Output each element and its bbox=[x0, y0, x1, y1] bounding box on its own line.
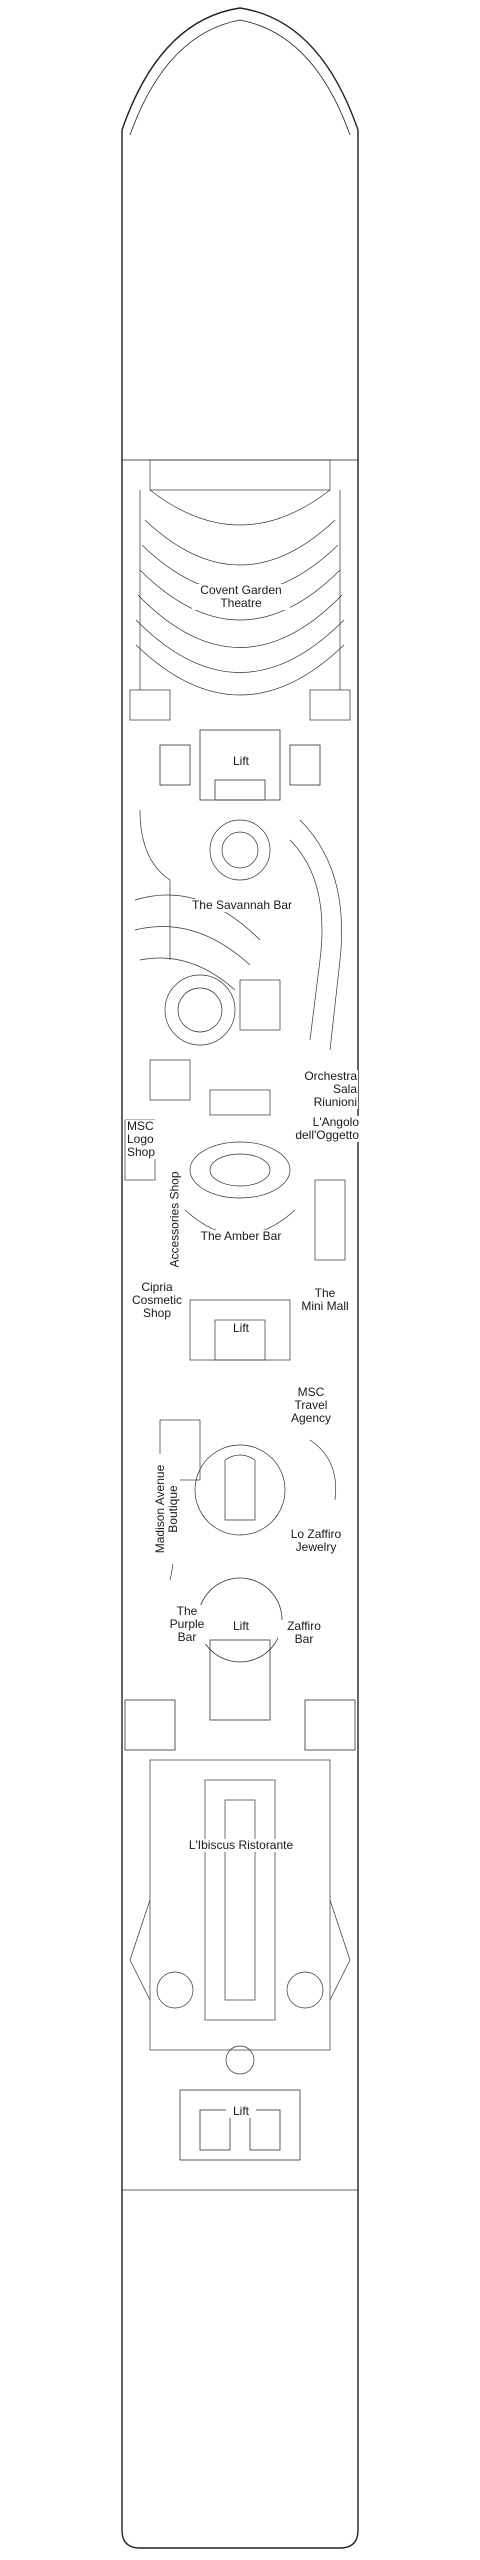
cipria-cosmetic-shop-label: Cipria Cosmetic Shop bbox=[128, 1281, 186, 1320]
lift-2-label: Lift bbox=[226, 1322, 256, 1335]
restaurant-area bbox=[129, 1759, 351, 2075]
lift-4-label: Lift bbox=[226, 2105, 256, 2118]
hull-inner-line bbox=[129, 19, 351, 136]
lift-3-label: Lift bbox=[226, 1620, 256, 1633]
savannah-bar-label: The Savannah Bar bbox=[186, 899, 298, 912]
zaffiro-jewelry-label: Lo Zaffiro Jewelry bbox=[280, 1528, 352, 1554]
savannah-bar-area bbox=[134, 809, 343, 1116]
mini-mall-label: The Mini Mall bbox=[294, 1287, 356, 1313]
shops-area bbox=[159, 1419, 337, 1581]
theatre-area bbox=[129, 459, 351, 721]
msc-logo-shop-label: MSC Logo Shop bbox=[126, 1120, 162, 1159]
lift-1-label: Lift bbox=[226, 755, 256, 768]
accessories-shop-label: Accessories Shop bbox=[168, 1164, 182, 1275]
ibiscus-ristorante-label: L'Ibiscus Ristorante bbox=[176, 1839, 306, 1852]
msc-travel-agency-label: MSC Travel Agency bbox=[284, 1386, 338, 1425]
covent-garden-theatre-label: Covent Garden Theatre bbox=[192, 584, 290, 610]
angolo-oggetto-label: L'Angolo dell'Oggetto bbox=[278, 1116, 360, 1142]
purple-bar-label: The Purple Bar bbox=[166, 1605, 208, 1644]
lift-1-block bbox=[159, 729, 321, 801]
lift-3-block bbox=[124, 1577, 356, 1751]
orchestra-sala-riunioni-label: Orchestra Sala Riunioni bbox=[290, 1070, 358, 1109]
hull-outline bbox=[121, 7, 359, 2549]
amber-bar-label: The Amber Bar bbox=[196, 1230, 286, 1243]
zaffiro-bar-label: Zaffiro Bar bbox=[278, 1620, 330, 1646]
lift-4-block bbox=[122, 2089, 358, 2191]
madison-avenue-boutique-label: Madison Avenue Boutique bbox=[153, 1454, 180, 1564]
